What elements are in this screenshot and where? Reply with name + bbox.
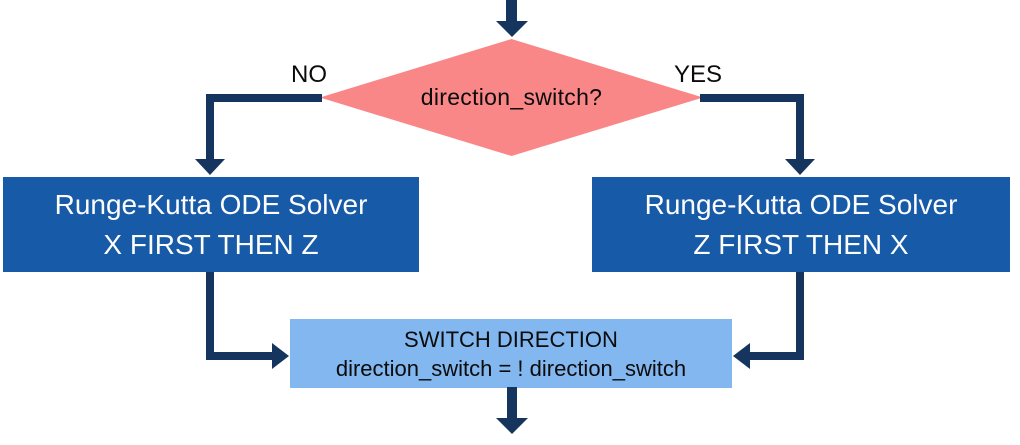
branch-no-label: NO (291, 61, 327, 88)
process-box-x-first: Runge-Kutta ODE Solver X FIRST THEN Z (3, 177, 419, 272)
branch-yes-label: YES (673, 61, 723, 88)
right-to-switch-vertical (796, 272, 804, 360)
yes-connector-horizontal (700, 94, 804, 102)
decision-diamond: direction_switch? (320, 39, 703, 156)
right-to-switch-horizontal (749, 352, 804, 360)
no-arrow-down-icon (195, 159, 225, 175)
left-to-switch-horizontal (206, 352, 274, 360)
switch-direction-expression: direction_switch = ! direction_switch (335, 355, 687, 381)
yes-connector-vertical (796, 94, 804, 160)
process-box-z-first-line2: Z FIRST THEN X (693, 228, 909, 260)
process-box-z-first-line1: Runge-Kutta ODE Solver (644, 188, 958, 220)
no-connector-vertical (206, 94, 214, 160)
entry-arrow-down-icon (496, 21, 528, 37)
entry-connector-shaft (506, 0, 517, 22)
yes-arrow-down-icon (785, 159, 815, 175)
left-to-switch-vertical (206, 272, 214, 360)
exit-arrow-down-icon (496, 418, 528, 434)
switch-direction-title: SWITCH DIRECTION (404, 326, 618, 352)
exit-connector-shaft (507, 387, 517, 419)
process-box-x-first-line1: Runge-Kutta ODE Solver (54, 188, 368, 220)
switch-direction-box: SWITCH DIRECTION direction_switch = ! di… (290, 319, 732, 388)
left-to-switch-arrow-right-icon (272, 343, 289, 369)
process-box-x-first-line2: X FIRST THEN Z (103, 228, 319, 260)
no-connector-horizontal (206, 94, 322, 102)
decision-label: direction_switch? (420, 84, 603, 110)
right-to-switch-arrow-left-icon (733, 343, 750, 369)
process-box-z-first: Runge-Kutta ODE Solver Z FIRST THEN X (592, 177, 1010, 272)
